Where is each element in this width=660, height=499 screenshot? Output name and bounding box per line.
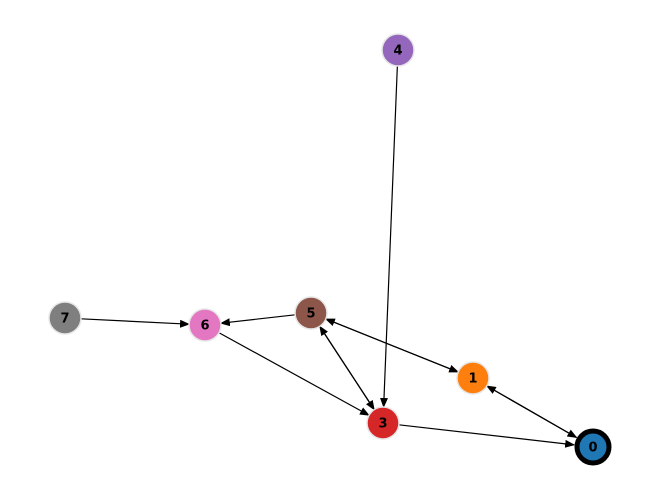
node-4: 4: [381, 33, 415, 67]
node-3: 3: [366, 406, 400, 440]
edge-5-to-6: [219, 314, 296, 327]
node-label: 4: [393, 44, 402, 59]
node-circle: [48, 301, 82, 335]
node-7: 7: [48, 301, 82, 335]
node-label: 5: [306, 307, 315, 322]
node-0: 0: [574, 428, 612, 466]
node-circle: [366, 406, 400, 440]
edge-7-to-6: [80, 318, 191, 328]
node-5: 5: [294, 296, 328, 330]
edge-3-to-0: [398, 424, 576, 448]
node-circle: [188, 308, 222, 342]
node-label: 1: [468, 372, 477, 387]
node-label: 6: [200, 319, 209, 334]
node-label: 7: [60, 312, 69, 327]
edge-1-to-5: [324, 318, 459, 373]
node-circle: [381, 33, 415, 67]
node-circle: [574, 428, 612, 466]
node-label: 3: [378, 417, 387, 432]
edge-4-to-3: [380, 65, 398, 409]
node-1: 1: [456, 361, 490, 395]
nodes-layer: 0 1 3 4 5 6 7: [48, 33, 612, 466]
node-circle: [456, 361, 490, 395]
node-circle: [294, 296, 328, 330]
node-6: 6: [188, 308, 222, 342]
edges-layer: [80, 65, 578, 448]
edge-6-to-3: [218, 332, 370, 416]
node-label: 0: [588, 441, 597, 456]
edge-0-to-1: [486, 385, 577, 439]
edge-3-to-5: [319, 325, 375, 410]
